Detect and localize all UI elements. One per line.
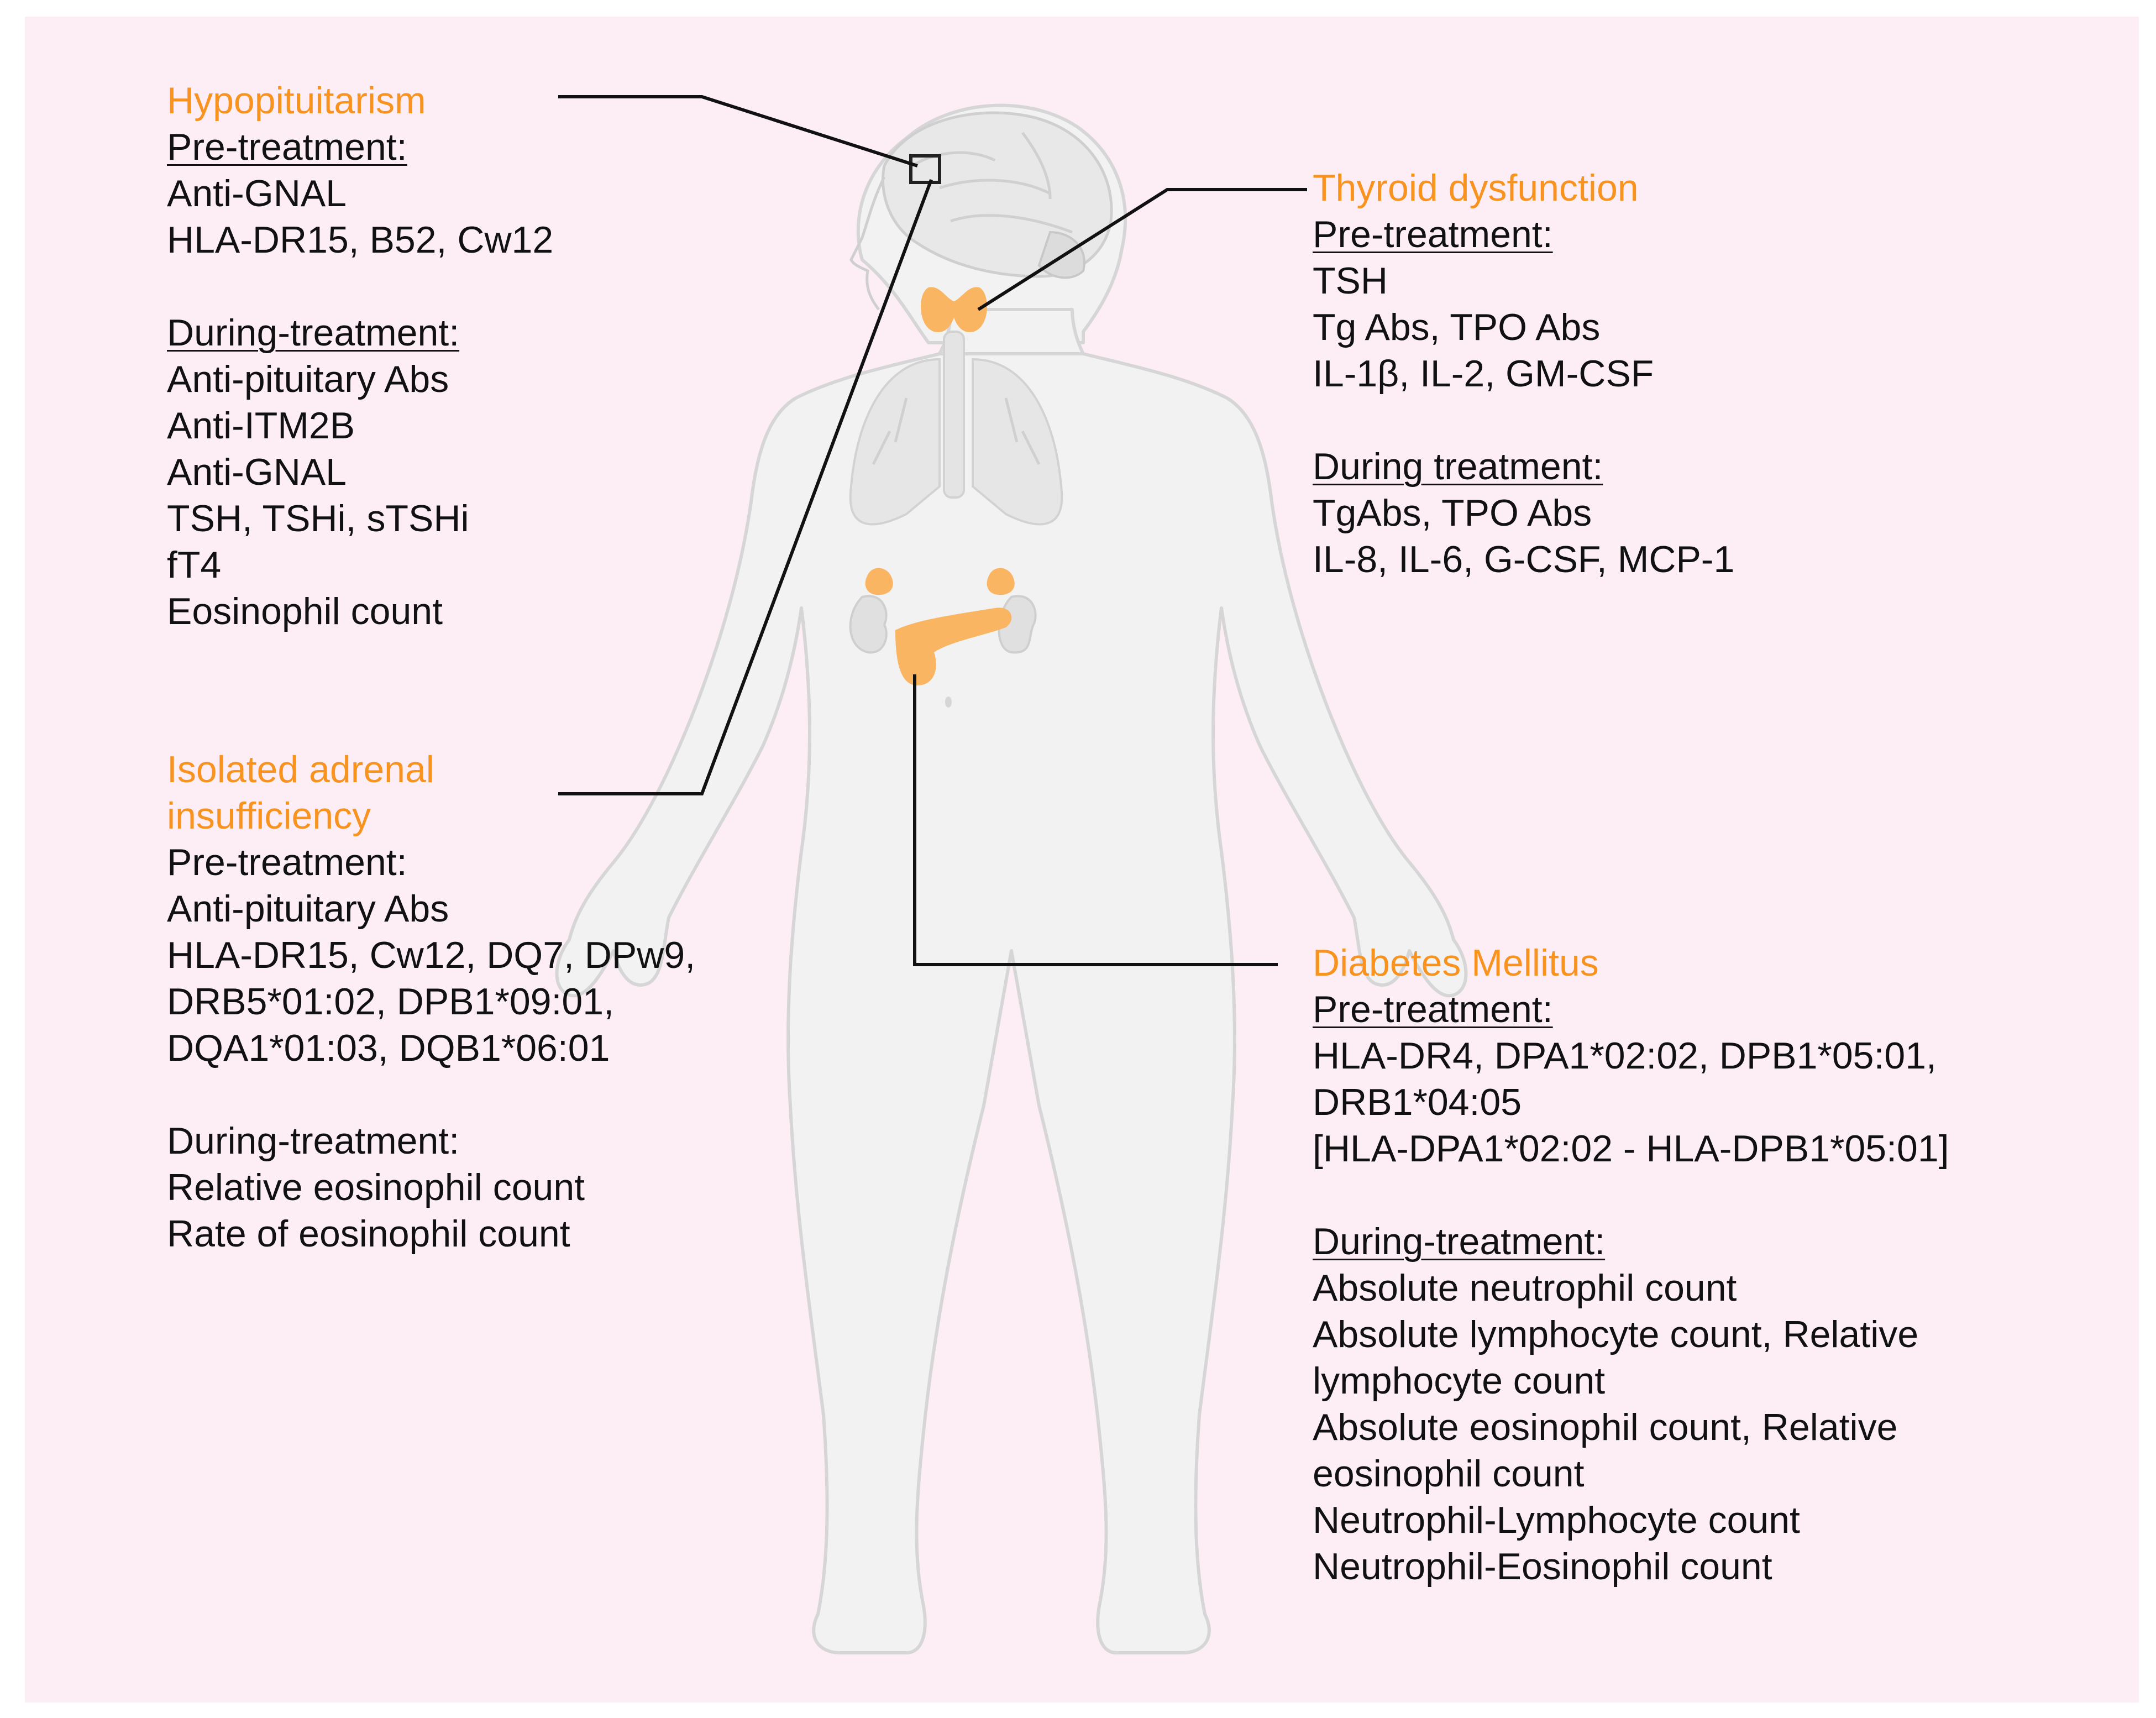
face-outline [849,176,886,311]
hypopituitarism-block: Hypopituitarism Pre-treatment: Anti-GNAL… [167,77,553,635]
hypopituitarism-during-item: TSH, TSHi, sTSHi [167,497,469,540]
hypopituitarism-during-item: Anti-pituitary Abs [167,358,449,400]
adrenal-title-line: Isolated adrenal [167,748,434,790]
thyroid-pre-heading: Pre-treatment: [1313,213,1553,255]
diabetes-during-item: lymphocyte count [1313,1360,1606,1402]
diabetes-block: Diabetes Mellitus Pre-treatment: HLA-DR4… [1313,940,1949,1590]
thyroid-during-heading: During treatment: [1313,446,1603,488]
diabetes-pre-item: [HLA-DPA1*02:02 - HLA-DPB1*05:01] [1313,1128,1949,1170]
adrenal-during-heading: During-treatment: [167,1120,460,1162]
adrenal-pre-item: HLA-DR15, Cw12, DQ7, DPw9, [167,934,696,976]
adrenal-pre-item: DRB5*01:02, DPB1*09:01, [167,981,614,1023]
adrenal-during-item: Rate of eosinophil count [167,1213,570,1255]
connector-lines [558,95,1307,966]
thyroid-during-item: IL-8, IL-6, G-CSF, MCP-1 [1313,538,1735,580]
pancreas-icon [895,607,1012,685]
thyroid-pre-item: TSH [1313,260,1388,302]
hypopituitarism-during-item: Anti-ITM2B [167,405,355,447]
thyroid-title: Thyroid dysfunction [1313,167,1639,209]
lungs-icon [849,331,1063,526]
hypopituitarism-during-heading: During-treatment: [167,312,460,354]
diabetes-title: Diabetes Mellitus [1313,942,1599,984]
hypopituitarism-during-item: Eosinophil count [167,590,443,632]
hypopituitarism-during-item: fT4 [167,544,222,586]
diabetes-during-item: Absolute eosinophil count, Relative [1313,1406,1898,1448]
adrenal-title-line: insufficiency [167,795,371,837]
connector-diabetes [913,674,1278,966]
diabetes-during-heading: During-treatment: [1313,1221,1606,1263]
hypopituitarism-pre-item: Anti-GNAL [167,172,347,214]
diabetes-pre-heading: Pre-treatment: [1313,988,1553,1030]
kidneys-icon [849,595,1037,654]
hypopituitarism-title: Hypopituitarism [167,80,426,122]
diabetes-during-item: Absolute lymphocyte count, Relative [1313,1313,1919,1355]
diabetes-pre-item: HLA-DR4, DPA1*02:02, DPB1*05:01, [1313,1035,1937,1077]
adrenal-during-item: Relative eosinophil count [167,1166,585,1208]
adrenal-pre-item: Anti-pituitary Abs [167,888,449,930]
hypopituitarism-pre-heading: Pre-treatment: [167,126,407,168]
adrenal-pre-item: DQA1*01:03, DQB1*06:01 [167,1027,610,1069]
adrenal-pre-heading: Pre-treatment: [167,841,407,883]
navel [945,696,952,708]
thyroid-pre-item: Tg Abs, TPO Abs [1313,306,1601,348]
hypopituitarism-during-item: Anti-GNAL [167,451,347,493]
thyroid-during-item: TgAbs, TPO Abs [1313,492,1592,534]
adrenal-block: Isolated adrenal insufficiency Pre-treat… [167,746,695,1257]
connector-thyroid [977,188,1307,311]
connector-adrenal [558,179,933,795]
pituitary-marker-box [909,154,941,184]
thyroid-icon [921,287,987,332]
hypopituitarism-pre-item: HLA-DR15, B52, Cw12 [167,219,554,261]
diabetes-during-item: Neutrophil-Eosinophil count [1313,1546,1772,1588]
thyroid-pre-item: IL-1β, IL-2, GM-CSF [1313,353,1654,395]
diabetes-during-item: Absolute neutrophil count [1313,1267,1737,1309]
adrenal-glands-icon [865,568,1015,595]
thyroid-block: Thyroid dysfunction Pre-treatment: TSH T… [1313,165,1734,583]
diabetes-during-item: Neutrophil-Lymphocyte count [1313,1499,1800,1541]
diabetes-pre-item: DRB1*04:05 [1313,1081,1522,1123]
connector-hypopituitarism [558,95,918,167]
diabetes-during-item: eosinophil count [1313,1453,1585,1495]
